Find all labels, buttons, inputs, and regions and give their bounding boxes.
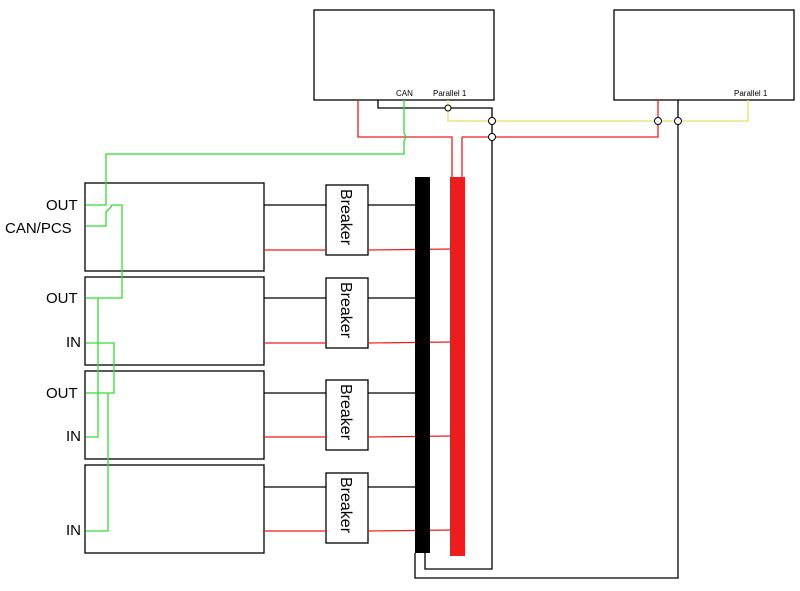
wire-pos-2b xyxy=(367,341,453,344)
battery-2-in-label: IN xyxy=(66,334,81,351)
inv2-negative-wire xyxy=(414,100,679,579)
inverter-2 xyxy=(613,9,795,101)
wire-pos-3b xyxy=(367,435,453,438)
wire-pos-1b xyxy=(367,248,453,251)
line-crossings xyxy=(444,104,682,141)
breaker-3 xyxy=(325,379,369,451)
breaker-2 xyxy=(325,277,369,349)
inv1-negative-wire xyxy=(377,100,493,570)
can-battery1-pcs xyxy=(86,204,123,299)
can-comm-lines xyxy=(86,100,407,532)
inv1-positive-wire xyxy=(357,100,453,177)
inv2-positive-wire xyxy=(462,100,659,138)
battery-1-can-pcs-label: CAN/PCS xyxy=(5,220,72,237)
crossing-5 xyxy=(488,133,496,141)
crossing-4 xyxy=(674,117,682,125)
battery-1 xyxy=(84,182,265,272)
inverter-positive-wires xyxy=(357,100,659,177)
crossing-2 xyxy=(488,117,496,125)
battery-4-in-label: IN xyxy=(66,522,81,539)
battery-3-in-label: IN xyxy=(66,428,81,445)
inverter-1 xyxy=(313,9,495,101)
crossing-1 xyxy=(444,104,452,112)
breaker-4-label: Breaker xyxy=(337,477,354,534)
can-battery3-in-link xyxy=(86,393,109,532)
inverter-2-parallel-label: Parallel 1 xyxy=(734,89,768,98)
wire-pos-4b xyxy=(367,529,453,532)
inverter-negative-wires xyxy=(377,100,679,579)
breaker-1-label: Breaker xyxy=(337,189,354,246)
breaker-3-label: Breaker xyxy=(337,384,354,441)
breaker-2-label: Breaker xyxy=(337,282,354,339)
inverter-1-parallel-label: Parallel 1 xyxy=(433,89,467,98)
breaker-busbar-wires xyxy=(367,204,453,532)
crossing-3 xyxy=(654,117,662,125)
breaker-4 xyxy=(325,472,369,544)
battery-1-out-label: OUT xyxy=(46,197,78,214)
battery-breaker-wires xyxy=(264,204,326,532)
battery-3-out-label: OUT xyxy=(46,385,78,402)
negative-busbar xyxy=(415,177,430,553)
can-inverter-to-battery xyxy=(86,100,407,206)
battery-2 xyxy=(84,276,265,366)
battery-2-out-label: OUT xyxy=(46,290,78,307)
inverter-1-can-label: CAN xyxy=(396,89,413,98)
battery-3 xyxy=(84,370,265,460)
battery-4 xyxy=(84,464,265,554)
can-battery2-out-return xyxy=(86,342,115,394)
can-battery2-in-link xyxy=(86,298,99,438)
breaker-1 xyxy=(325,184,369,256)
positive-busbar xyxy=(450,177,465,556)
